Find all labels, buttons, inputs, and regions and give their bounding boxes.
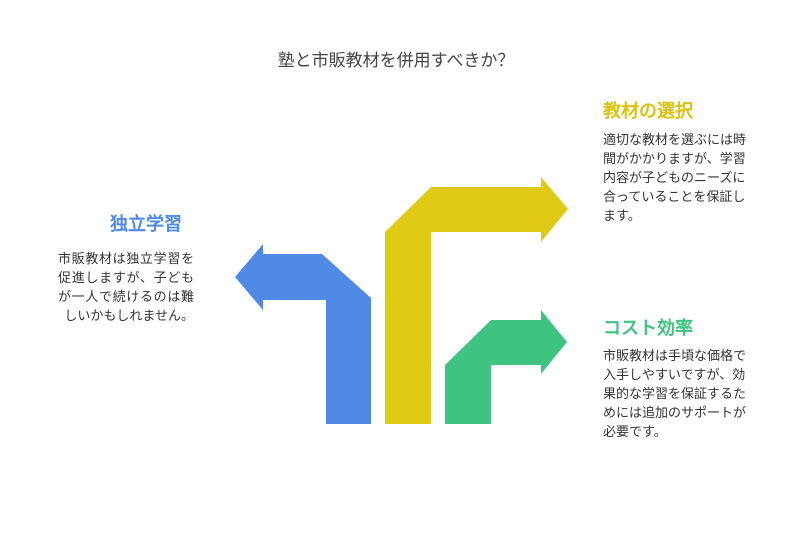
- diagram-title: 塾と市販教材を併用すべきか？: [277, 51, 515, 71]
- desc-independent-study: 市販教材は独立学習を促進しますが、子どもが一人で続けるのは難しいかもしれません。: [58, 252, 194, 324]
- heading-cost-efficiency: コスト効率: [603, 318, 693, 339]
- heading-independent-study: 独立学習: [110, 214, 182, 235]
- blue-arrow: [235, 244, 371, 424]
- desc-material-selection: 適切な教材を選ぶには時間がかかりますが、学習内容が子どものニーズに合っていること…: [603, 133, 747, 224]
- yellow-arrow: [385, 177, 568, 424]
- desc-cost-efficiency: 市販教材は手頃な価格で入手しやすいですが、効果的な学習を保証するためには追加のサ…: [603, 349, 747, 440]
- heading-material-selection: 教材の選択: [603, 101, 693, 122]
- green-arrow: [445, 310, 567, 424]
